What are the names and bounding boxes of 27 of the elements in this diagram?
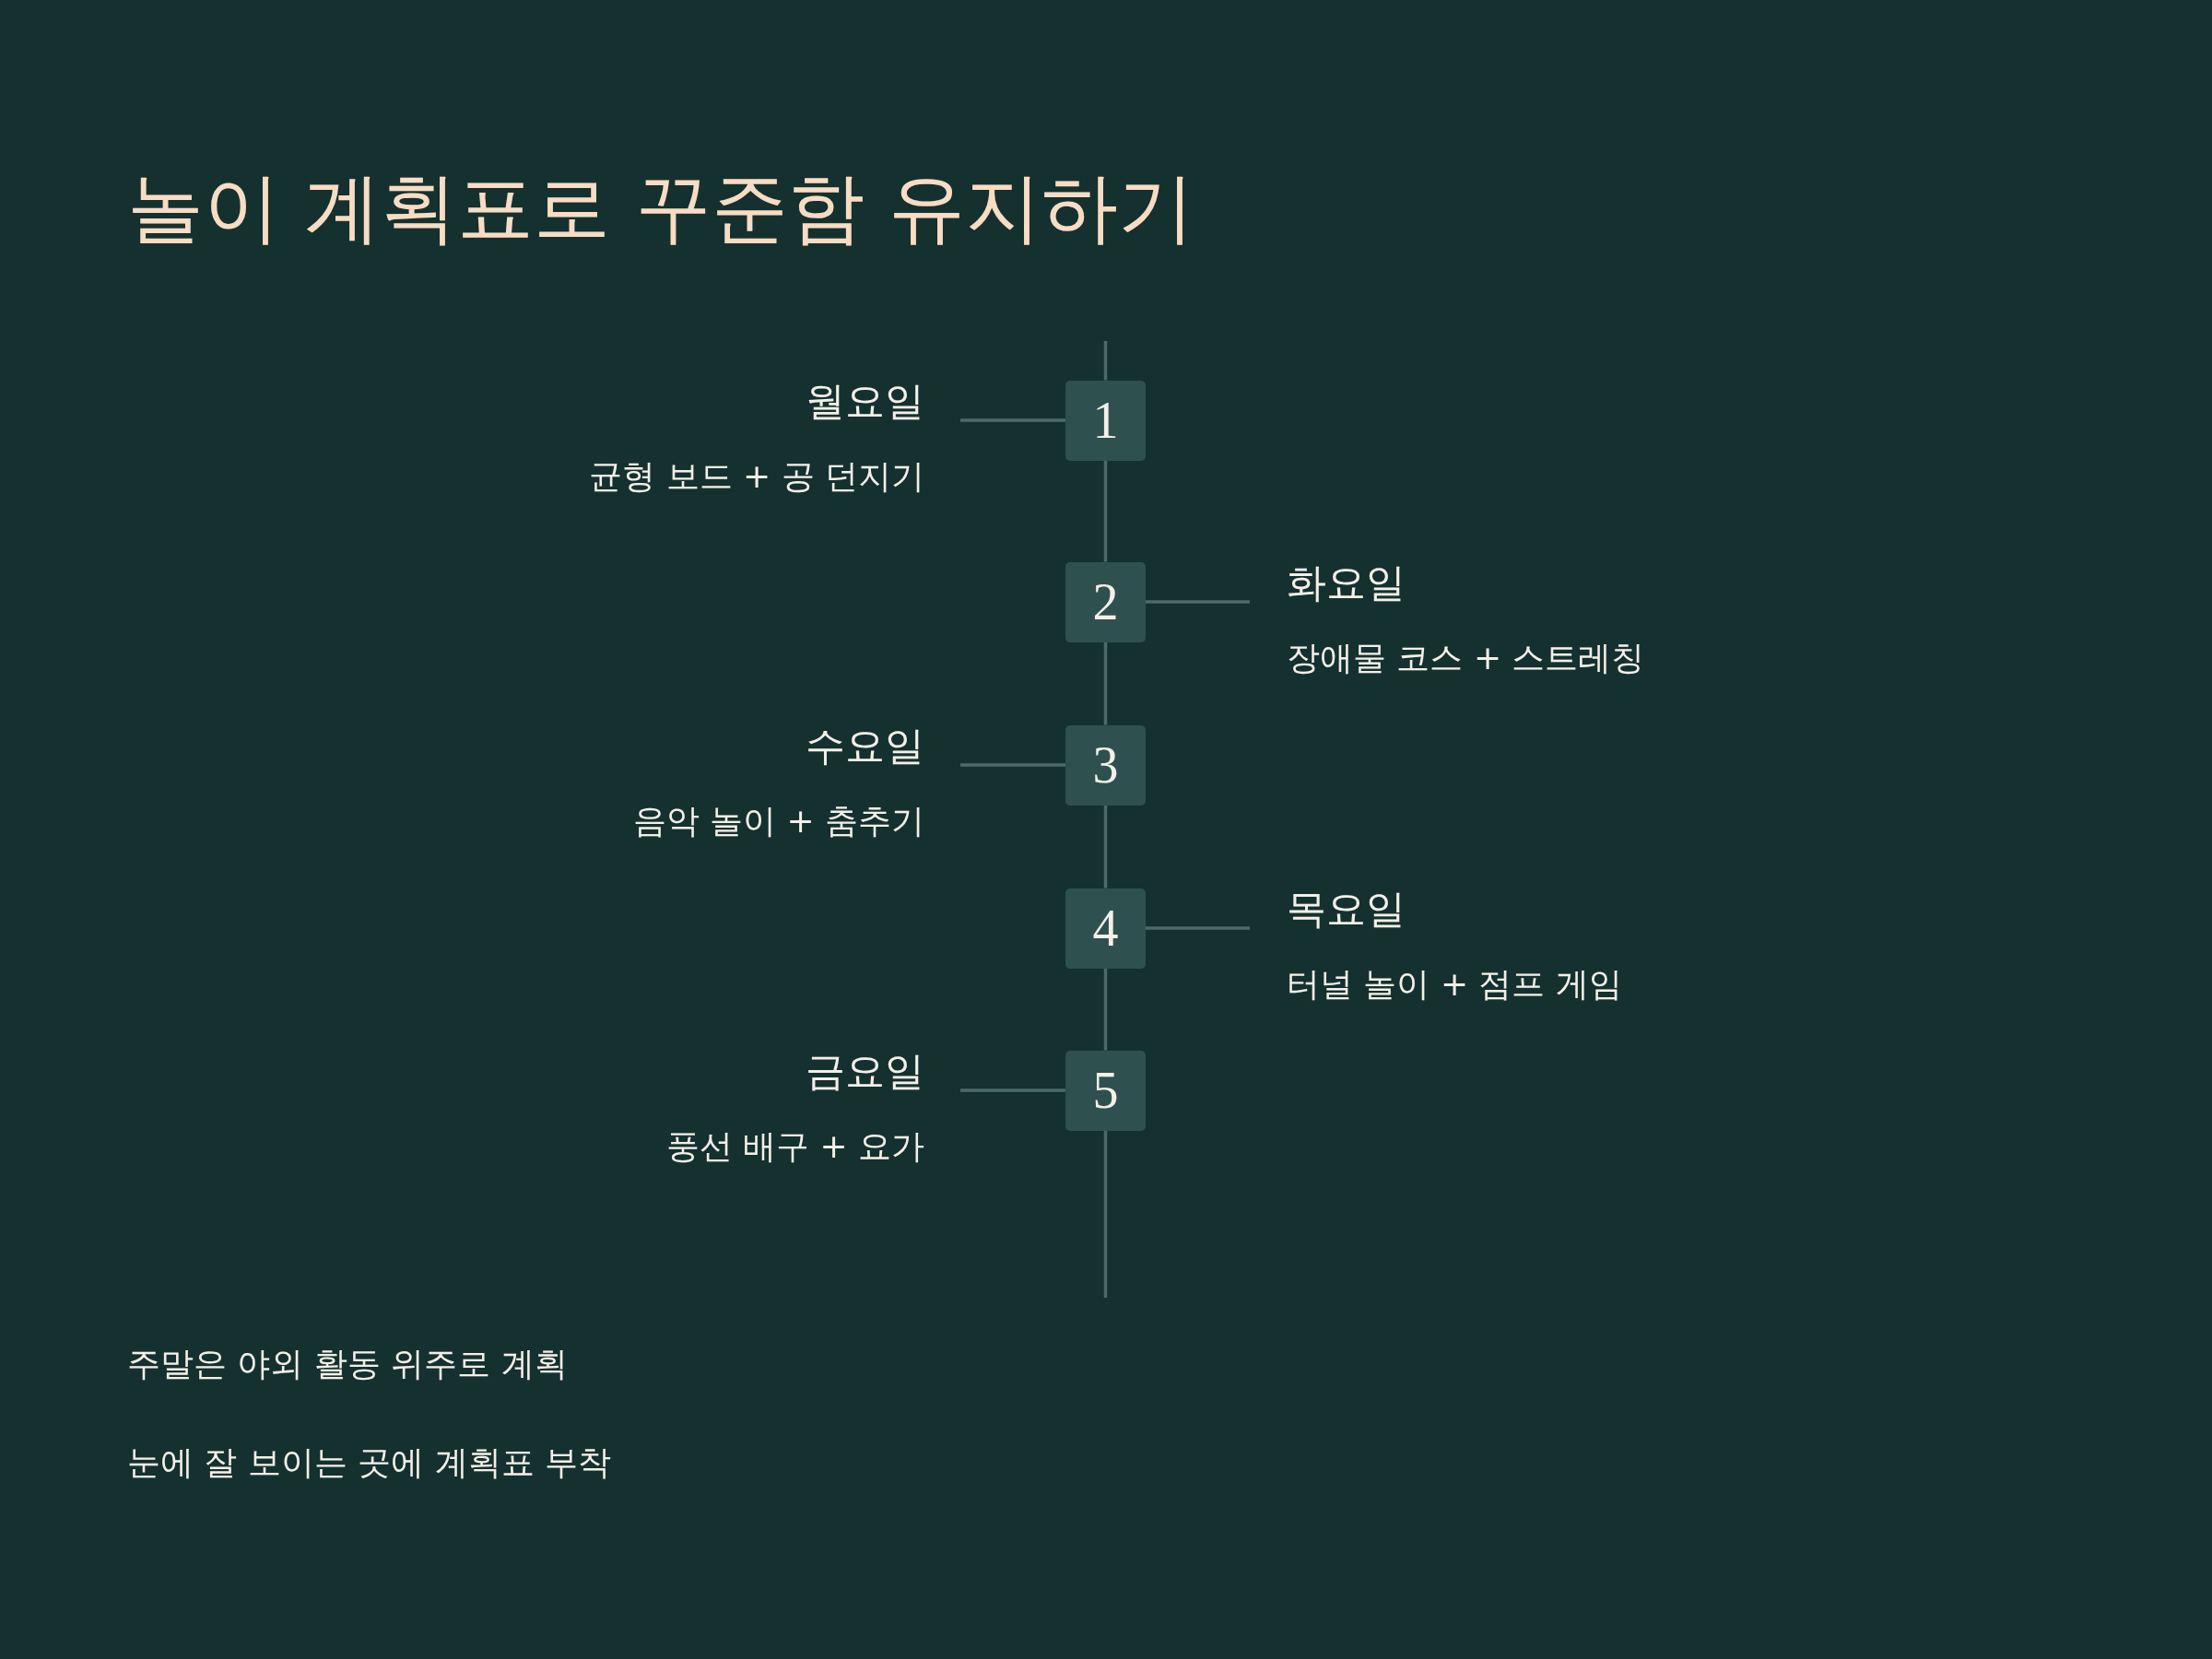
connector-line <box>1146 926 1250 930</box>
day-heading: 화요일 <box>1287 559 1406 607</box>
step-number-box: 5 <box>1065 1050 1146 1131</box>
note-text: 주말은 야외 활동 위주로 계획 <box>127 1344 568 1384</box>
activity-text: 장애물 코스 + 스트레칭 <box>1287 638 1645 678</box>
activity-text: 터널 놀이 + 점프 게임 <box>1287 964 1622 1005</box>
day-heading: 월요일 <box>806 377 924 426</box>
connector-line <box>960 763 1065 767</box>
connector-line <box>960 418 1065 422</box>
step-number-box: 3 <box>1065 724 1146 806</box>
step-number-box: 4 <box>1065 888 1146 969</box>
day-heading: 수요일 <box>806 722 924 771</box>
timeline-line <box>1103 460 1108 562</box>
activity-text: 균형 보드 + 공 던지기 <box>589 456 924 497</box>
title: 놀이 계획표로 꾸준함 유지하기 <box>127 162 1195 254</box>
note-text: 눈에 잘 보이는 곳에 계획표 부착 <box>127 1442 612 1483</box>
day-heading: 금요일 <box>806 1047 924 1096</box>
timeline-line <box>1103 641 1108 725</box>
step-number-box: 1 <box>1065 380 1146 461</box>
activity-text: 음악 놀이 + 춤추기 <box>632 801 924 841</box>
day-heading: 목요일 <box>1287 885 1406 934</box>
connector-line <box>1146 600 1250 604</box>
timeline-line <box>1103 805 1108 888</box>
timeline-line <box>1103 968 1108 1051</box>
step-number-box: 2 <box>1065 561 1146 642</box>
activity-text: 풍선 배구 + 요가 <box>665 1126 924 1167</box>
connector-line <box>960 1088 1065 1092</box>
